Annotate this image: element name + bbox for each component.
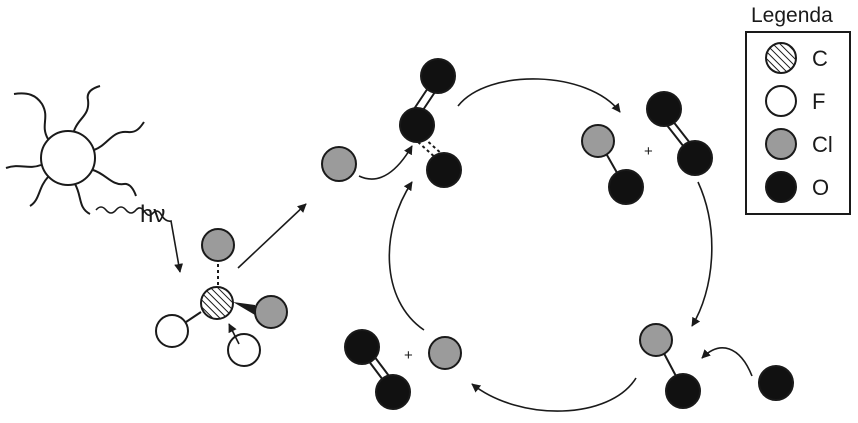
- legend-label-chlorine: Cl: [812, 132, 833, 157]
- legend-swatch-fluorine: [765, 85, 797, 117]
- ozone-molecule: [399, 58, 462, 188]
- legend-title: Legenda: [751, 4, 833, 27]
- wedge-bond: [233, 302, 255, 315]
- atom-oxygen: [677, 140, 713, 176]
- legend-item-chlorine: Cl: [765, 128, 833, 160]
- clo-molecule: [639, 323, 701, 409]
- atom-oxygen: [420, 58, 456, 94]
- atom-fluorine: [155, 314, 189, 348]
- legend-swatch-carbon: [765, 42, 797, 74]
- arrow-oxygen-attack: [701, 347, 753, 377]
- atom-oxygen: [426, 152, 462, 188]
- plus-sign: +: [644, 143, 653, 160]
- cfc-molecule: [155, 228, 288, 367]
- legend-label-oxygen: O: [812, 175, 829, 200]
- atom-oxygen: [608, 169, 644, 205]
- products-bottom: +: [344, 329, 462, 410]
- legend: Legenda C F Cl O: [745, 4, 851, 215]
- arrow-cycle-top: [457, 78, 621, 113]
- atom-oxygen: [399, 107, 435, 143]
- legend-label-carbon: C: [812, 46, 828, 71]
- legend-item-oxygen: O: [765, 171, 829, 203]
- sun-icon: [5, 85, 145, 215]
- arrow-cycle-left: [388, 181, 425, 331]
- arrow-attack: [358, 145, 413, 180]
- atom-oxygen: [344, 329, 380, 365]
- atom-oxygen: [665, 373, 701, 409]
- atom-oxygen: [758, 365, 794, 401]
- products-top: +: [581, 91, 713, 205]
- plus-sign: +: [404, 347, 413, 364]
- legend-swatch-chlorine: [765, 128, 797, 160]
- arrow-cycle-right: [691, 181, 713, 327]
- legend-swatch-oxygen: [765, 171, 797, 203]
- atom-chlorine: [428, 336, 462, 370]
- atom-chlorine: [639, 323, 673, 357]
- atom-oxygen: [375, 374, 411, 410]
- atom-oxygen: [646, 91, 682, 127]
- atom-chlorine: [201, 228, 235, 262]
- arrow-release: [237, 203, 307, 269]
- legend-item-fluorine: F: [765, 85, 825, 117]
- atom-chlorine: [321, 146, 357, 182]
- atom-chlorine: [254, 295, 288, 329]
- photon-wave-icon: [95, 206, 184, 273]
- photon-label: hν: [140, 201, 165, 228]
- atom-carbon: [200, 286, 234, 320]
- arrow-cycle-bottom: [471, 377, 637, 412]
- legend-item-carbon: C: [765, 42, 828, 74]
- atom-fluorine: [227, 333, 261, 367]
- legend-label-fluorine: F: [812, 89, 825, 114]
- atom-chlorine: [581, 124, 615, 158]
